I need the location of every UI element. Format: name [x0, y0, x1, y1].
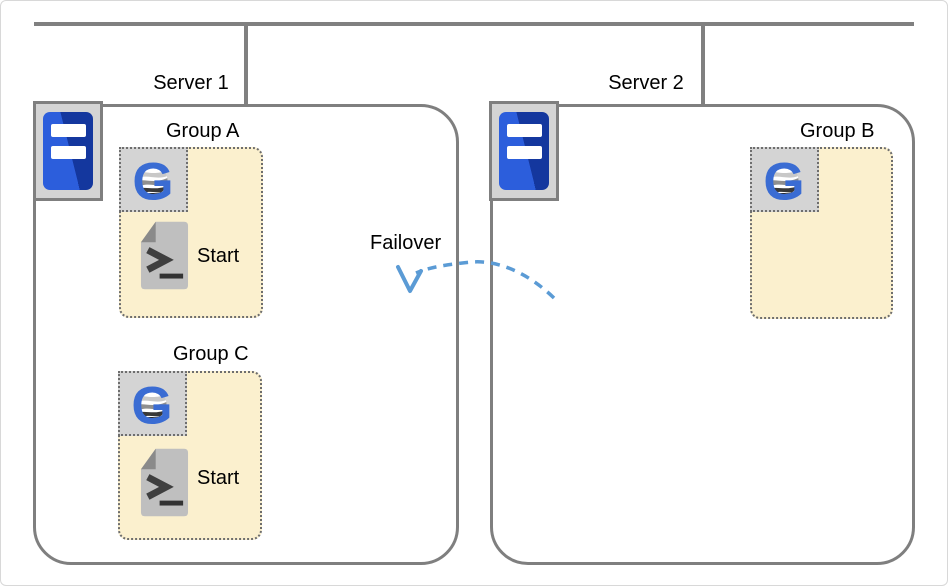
network-bus-line	[34, 22, 914, 26]
server-icon-slot	[507, 124, 542, 137]
server1-connector-line	[244, 24, 248, 104]
server-icon	[489, 101, 559, 201]
server-icon-body	[499, 112, 549, 190]
group-a-start-label: Start	[197, 245, 240, 267]
group-c-start-label: Start	[197, 467, 240, 489]
group-b-label: Group B	[800, 120, 875, 142]
shell-script-icon	[140, 447, 189, 518]
group-a-label: Group A	[166, 120, 240, 142]
shell-script-icon	[140, 220, 189, 291]
server-icon-slot	[507, 146, 542, 159]
g-globe-app-icon	[750, 147, 819, 212]
g-globe-app-icon	[118, 371, 187, 436]
server2-label: Server 2	[608, 72, 684, 94]
failover-label: Failover	[370, 232, 442, 254]
group-a-container	[119, 147, 263, 318]
server-icon-body	[43, 112, 93, 190]
server-icon-slot	[51, 124, 86, 137]
g-globe-app-icon	[119, 147, 188, 212]
server-icon	[33, 101, 103, 201]
server2-connector-line	[701, 24, 705, 104]
server-icon-slot	[51, 146, 86, 159]
server1-label: Server 1	[153, 72, 229, 94]
group-c-label: Group C	[173, 343, 249, 365]
